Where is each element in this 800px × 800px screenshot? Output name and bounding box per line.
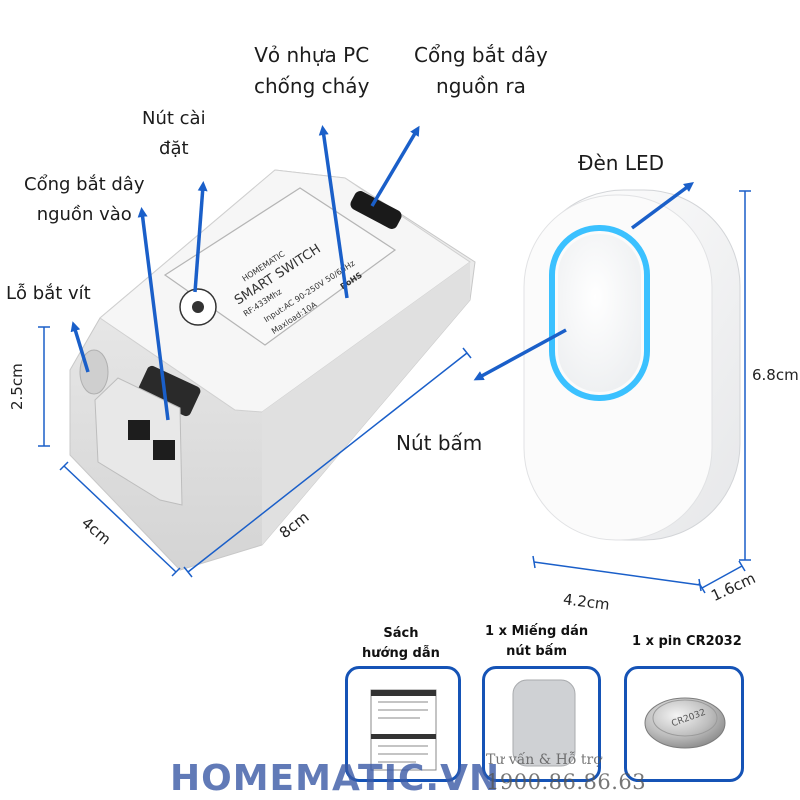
label-output-port: Cổng bắt dây nguồn ra bbox=[414, 40, 548, 102]
label-setup-button: Nút cài đặt bbox=[142, 104, 206, 164]
accessory-title-battery: 1 x pin CR2032 bbox=[632, 634, 742, 649]
support-text: Tư vấn & Hỗ trợ bbox=[486, 752, 602, 768]
label-setup-button-line2: đặt bbox=[159, 138, 189, 159]
dim-relay-height: 2.5cm bbox=[8, 363, 26, 410]
smart-switch-relay bbox=[69, 169, 476, 571]
accessory-box-pad bbox=[482, 666, 601, 782]
coin-battery-icon: CR2032 bbox=[644, 697, 726, 749]
accessory-title-pad: 1 x Miếng dán nút bấm bbox=[485, 622, 588, 662]
label-setup-button-line1: Nút cài bbox=[142, 108, 206, 129]
label-pc-shell-line2: chống cháy bbox=[254, 74, 370, 98]
accessory-title-pad-line1: 1 x Miếng dán bbox=[485, 624, 589, 639]
label-led: Đèn LED bbox=[578, 151, 665, 175]
brand-watermark: HOMEMATIC.VN bbox=[170, 758, 501, 799]
accessory-box-battery bbox=[624, 666, 744, 782]
label-pc-shell-line1: Vỏ nhựa PC bbox=[254, 43, 370, 67]
label-input-port-line1: Cổng bắt dây bbox=[24, 174, 145, 195]
label-input-port: Cổng bắt dây nguồn vào bbox=[24, 170, 144, 230]
accessory-title-pad-line2: nút bấm bbox=[506, 644, 567, 659]
label-output-port-line1: Cổng bắt dây bbox=[414, 43, 548, 67]
led-ring bbox=[549, 225, 650, 401]
label-input-port-line2: nguồn vào bbox=[36, 204, 132, 225]
annotation-arrows bbox=[70, 125, 695, 421]
dimension-lines bbox=[38, 190, 751, 594]
label-screw-hole: Lỗ bắt vít bbox=[6, 283, 91, 304]
accessory-title-manual-line1: Sách bbox=[383, 626, 419, 641]
label-push-button: Nút bấm bbox=[396, 431, 483, 455]
adhesive-pad-icon bbox=[512, 679, 576, 767]
accessory-box-manual bbox=[345, 666, 461, 782]
label-pc-shell: Vỏ nhựa PC chống cháy bbox=[254, 40, 369, 102]
label-output-port-line2: nguồn ra bbox=[436, 74, 526, 98]
manual-booklet-icon bbox=[370, 689, 437, 771]
accessory-title-manual: Sách hướng dẫn bbox=[362, 624, 440, 664]
wireless-push-button bbox=[523, 189, 741, 541]
dim-button-height: 6.8cm bbox=[752, 366, 799, 384]
hotline-number: 1900.86.86.63 bbox=[486, 770, 647, 794]
accessory-title-manual-line2: hướng dẫn bbox=[362, 646, 440, 661]
